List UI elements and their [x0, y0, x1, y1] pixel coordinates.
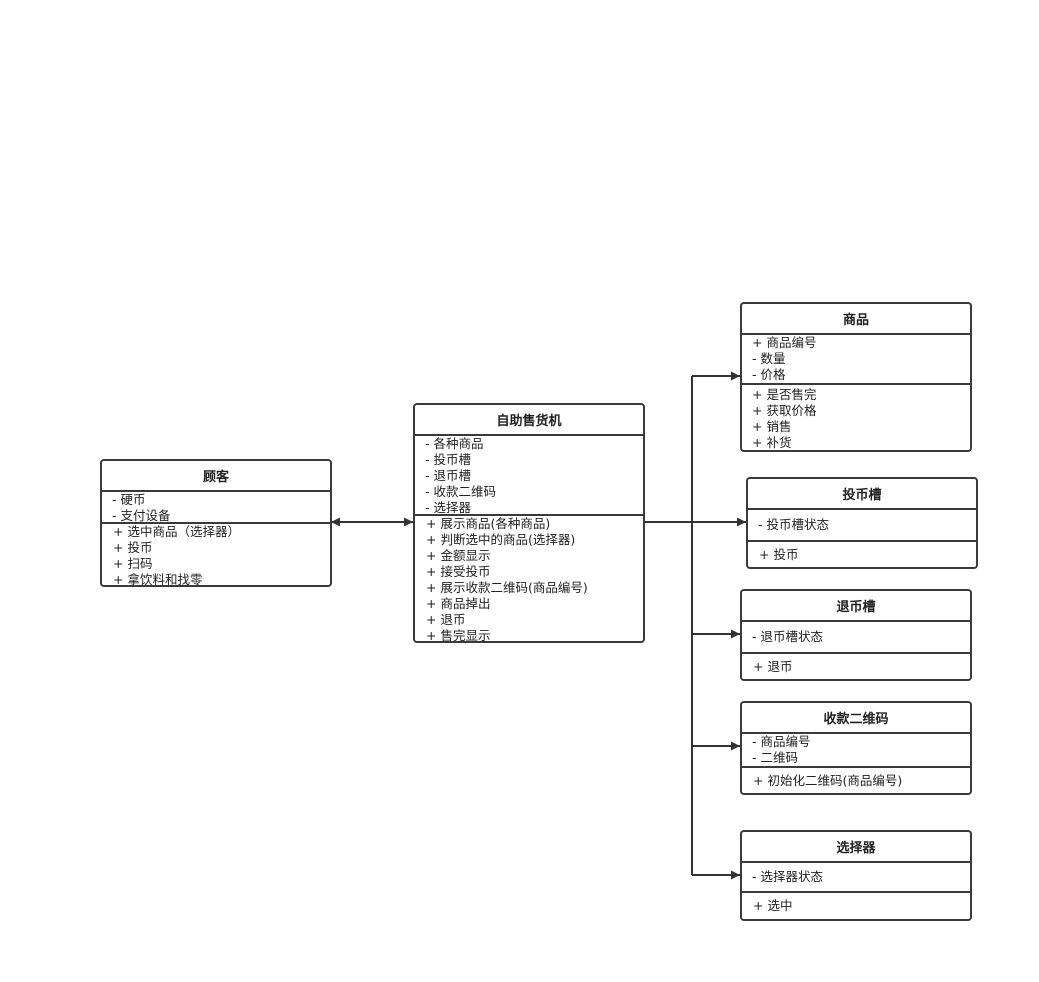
attribute: - 硬币	[112, 492, 146, 507]
method: + 展示收款二维码(商品编号)	[426, 580, 588, 595]
method: + 扫码	[113, 556, 153, 571]
attributes-section: - 投币槽状态	[748, 510, 976, 542]
methods-section: + 投币	[748, 542, 976, 567]
class-name: 顾客	[102, 461, 330, 492]
class-coin-slot[interactable]: 投币槽 - 投币槽状态 + 投币	[746, 477, 978, 569]
methods-section: + 是否售完 + 获取价格 + 销售 + 补货	[742, 385, 970, 450]
attributes-section: - 选择器状态	[742, 863, 970, 893]
method: + 选中	[753, 898, 793, 913]
attribute: - 支付设备	[112, 508, 171, 523]
class-return-slot[interactable]: 退币槽 - 退币槽状态 + 退币	[740, 589, 972, 681]
class-selector[interactable]: 选择器 - 选择器状态 + 选中	[740, 830, 972, 921]
class-name: 退币槽	[742, 591, 970, 622]
methods-section: + 选中	[742, 893, 970, 919]
method: + 拿饮料和找零	[113, 572, 203, 587]
attribute: - 各种商品	[425, 436, 484, 451]
attributes-section: - 硬币 - 支付设备	[102, 492, 330, 524]
method: + 判断选中的商品(选择器)	[426, 532, 576, 547]
attribute: - 选择器状态	[752, 869, 823, 884]
attributes-section: + 商品编号 - 数量 - 价格	[742, 335, 970, 385]
methods-section: + 选中商品（选择器） + 投币 + 扫码 + 拿饮料和找零	[102, 524, 330, 587]
method: + 退币	[753, 658, 793, 674]
attribute: - 投币槽状态	[758, 517, 829, 532]
methods-section: + 初始化二维码(商品编号)	[742, 768, 970, 793]
class-name: 自助售货机	[415, 405, 643, 436]
attribute: - 二维码	[752, 750, 798, 765]
class-vending-machine[interactable]: 自助售货机 - 各种商品 - 投币槽 - 退币槽 - 收款二维码 - 选择器 +…	[413, 403, 645, 643]
method: + 售完显示	[426, 628, 491, 643]
attribute: - 商品编号	[752, 734, 811, 749]
attribute: - 退币槽状态	[752, 629, 823, 644]
methods-section: + 退币	[742, 654, 970, 679]
class-product[interactable]: 商品 + 商品编号 - 数量 - 价格 + 是否售完 + 获取价格 + 销售 +…	[740, 302, 972, 452]
class-customer[interactable]: 顾客 - 硬币 - 支付设备 + 选中商品（选择器） + 投币 + 扫码 + 拿…	[100, 459, 332, 587]
attribute: - 数量	[752, 351, 786, 366]
attribute: - 收款二维码	[425, 484, 496, 499]
method: + 展示商品(各种商品)	[426, 516, 551, 531]
methods-section: + 展示商品(各种商品) + 判断选中的商品(选择器) + 金额显示 + 接受投…	[415, 516, 643, 643]
method: + 金额显示	[426, 548, 491, 563]
method: + 销售	[752, 419, 792, 434]
class-name: 选择器	[742, 832, 970, 863]
method: + 补货	[752, 435, 792, 450]
attributes-section: - 退币槽状态	[742, 622, 970, 654]
class-qr-code[interactable]: 收款二维码 - 商品编号 - 二维码 + 初始化二维码(商品编号)	[740, 701, 972, 795]
method: + 获取价格	[752, 403, 817, 418]
attributes-section: - 各种商品 - 投币槽 - 退币槽 - 收款二维码 - 选择器	[415, 436, 643, 516]
method: + 投币	[113, 540, 153, 555]
method: + 商品掉出	[426, 596, 491, 611]
method: + 投币	[759, 546, 799, 562]
method: + 选中商品（选择器）	[113, 524, 240, 539]
attributes-section: - 商品编号 - 二维码	[742, 734, 970, 768]
class-name: 投币槽	[748, 479, 976, 510]
method: + 初始化二维码(商品编号)	[753, 772, 903, 788]
attribute: - 选择器	[425, 500, 471, 515]
attribute: - 投币槽	[425, 452, 471, 467]
attribute: - 价格	[752, 367, 786, 382]
attribute: - 退币槽	[425, 468, 471, 483]
attribute: + 商品编号	[752, 335, 817, 350]
class-name: 商品	[742, 304, 970, 335]
method: + 是否售完	[752, 387, 817, 402]
class-name: 收款二维码	[742, 703, 970, 734]
method: + 接受投币	[426, 564, 491, 579]
method: + 退币	[426, 612, 466, 627]
